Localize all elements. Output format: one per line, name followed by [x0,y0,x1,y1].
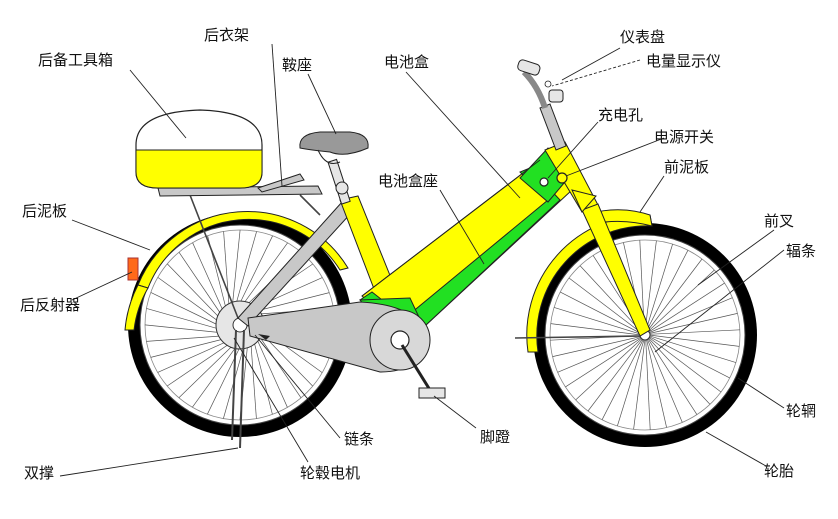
spoke [256,338,288,408]
charge-port [539,177,549,187]
spoke [550,323,642,336]
spoke [192,346,237,408]
label-spokes: 辐条 [786,242,817,260]
spoke [647,269,715,333]
label-charge-port: 充电孔 [598,106,644,124]
power-switch [556,172,568,184]
spoke [646,258,703,332]
spoke [560,291,642,334]
spoke [167,343,230,387]
spoke [150,338,224,358]
spoke [565,337,643,388]
label-dashboard: 仪表盘 [620,28,666,46]
spoke [192,242,224,312]
label-rim: 轮辋 [786,402,817,420]
spoke [645,338,651,430]
spoke [647,337,711,405]
spoke [235,231,257,304]
spoke [601,338,644,420]
spoke [646,338,667,428]
saddle [299,131,369,155]
leader-lines [59,43,785,477]
spoke [633,338,646,430]
spoke [552,336,642,357]
pedal [418,387,446,399]
label-battery-box: 电池盒 [384,53,430,71]
label-kickstand: 双撑 [24,464,55,482]
spoke [648,329,740,335]
spoke [646,250,689,332]
spoke [648,313,738,334]
label-chain: 链条 [344,430,375,448]
spoke [587,338,644,412]
rear-fender [137,211,349,289]
front-spokes [550,240,740,430]
spoke [645,243,673,332]
spoke [568,277,642,334]
spoke [644,240,657,332]
label-rear-fender: 后泥板 [22,202,68,220]
rear-reflector [127,257,139,281]
spoke [178,252,222,315]
spoke [256,292,330,312]
front-wheel [533,223,757,447]
label-hub-motor: 轮毂电机 [300,464,361,482]
label-rear-toolbox: 后备工具箱 [38,51,114,69]
spoke [178,345,233,398]
label-power-switch: 电源开关 [654,128,715,146]
kickstand [231,329,245,449]
spoke [167,263,220,318]
spoke [144,324,220,333]
label-power-display: 电量显示仪 [646,52,722,70]
spoke [150,292,219,326]
label-pedal: 脚蹬 [480,428,511,446]
spoke [243,242,288,304]
spoke [648,336,722,393]
spoke [553,307,642,335]
spoke [646,338,683,423]
spoke [648,297,733,334]
label-rear-reflector: 后反射器 [20,296,81,314]
spoke [157,341,227,373]
spoke [146,335,221,342]
spoke [232,229,241,305]
spoke [647,282,725,333]
label-rear-rack: 后衣架 [204,26,250,44]
label-front-fender: 前泥板 [664,158,710,176]
spoke [146,308,219,330]
spoke [258,335,302,398]
label-front-fork: 前叉 [764,212,795,230]
spoke [557,336,642,373]
front-fork [581,203,651,337]
spoke [648,336,730,379]
spoke [575,337,643,401]
spoke [579,265,643,333]
label-saddle: 鞍座 [282,56,313,74]
spoke [617,338,645,427]
rear-toolbox [135,109,263,189]
spoke [157,277,219,322]
label-battery-base: 电池盒座 [378,172,439,190]
dashboard [548,89,564,103]
spoke [648,334,740,347]
spoke [250,344,257,419]
spoke [253,341,273,415]
spoke [239,235,273,304]
spoke [648,335,737,363]
label-tire: 轮胎 [764,462,795,480]
